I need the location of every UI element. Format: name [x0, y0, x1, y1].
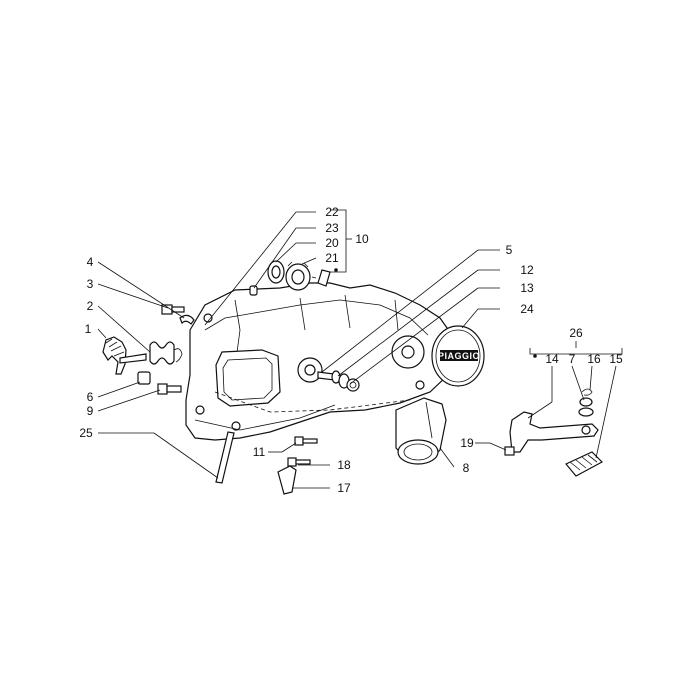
label-7: 7 [569, 352, 576, 366]
bolt-3 [161, 304, 185, 315]
label-26: 26 [569, 326, 583, 340]
washer-7 [578, 397, 594, 417]
label-15: 15 [609, 352, 623, 366]
label-5: 5 [506, 243, 513, 257]
leader-lines [97, 211, 617, 489]
label-22: 22 [325, 205, 339, 219]
clamp-17 [277, 465, 297, 495]
cover-logo-text: PIAGGIO [438, 351, 480, 361]
air-duct-8 [395, 397, 447, 465]
label-20: 20 [325, 236, 339, 250]
spring-2 [149, 341, 183, 365]
bracket-10 [330, 209, 347, 273]
label-19: 19 [460, 436, 474, 450]
clutch-cover-24: PIAGGIO [431, 325, 485, 387]
label-8: 8 [463, 461, 470, 475]
shaft-parts-5-12-13 [317, 370, 360, 392]
label-25: 25 [79, 426, 93, 440]
bracket-26 [529, 348, 623, 355]
bolt-9 [157, 383, 182, 395]
label-14: 14 [545, 352, 559, 366]
label-1: 1 [85, 322, 92, 336]
label-4: 4 [87, 255, 94, 269]
label-2: 2 [87, 299, 94, 313]
bracket-10-dot [334, 268, 338, 272]
label-6: 6 [87, 390, 94, 404]
screw-18 [287, 457, 311, 467]
clip-16 [581, 388, 593, 396]
screw-11 [294, 436, 318, 446]
kickstart-lever-14 [509, 411, 599, 453]
label-12: 12 [520, 263, 534, 277]
label-18: 18 [337, 458, 351, 472]
label-24: 24 [520, 302, 534, 316]
callout-labels: 1 2 3 4 5 6 7 8 9 10 11 12 13 14 15 16 1… [79, 205, 623, 495]
nut-19 [504, 446, 515, 456]
label-13: 13 [520, 281, 534, 295]
label-21: 21 [325, 251, 339, 265]
label-11: 11 [253, 445, 266, 459]
label-16: 16 [587, 352, 601, 366]
rubber-15 [565, 451, 603, 477]
label-9: 9 [87, 404, 94, 418]
label-3: 3 [87, 277, 94, 291]
crankcase-housing [185, 282, 456, 484]
bushing-6 [137, 371, 151, 385]
seal-parts-20-23 [249, 260, 331, 296]
label-10: 10 [355, 232, 369, 246]
bracket-26-dot [533, 354, 537, 358]
label-23: 23 [325, 221, 339, 235]
kickstart-sector-1 [102, 336, 147, 375]
label-17: 17 [337, 481, 351, 495]
